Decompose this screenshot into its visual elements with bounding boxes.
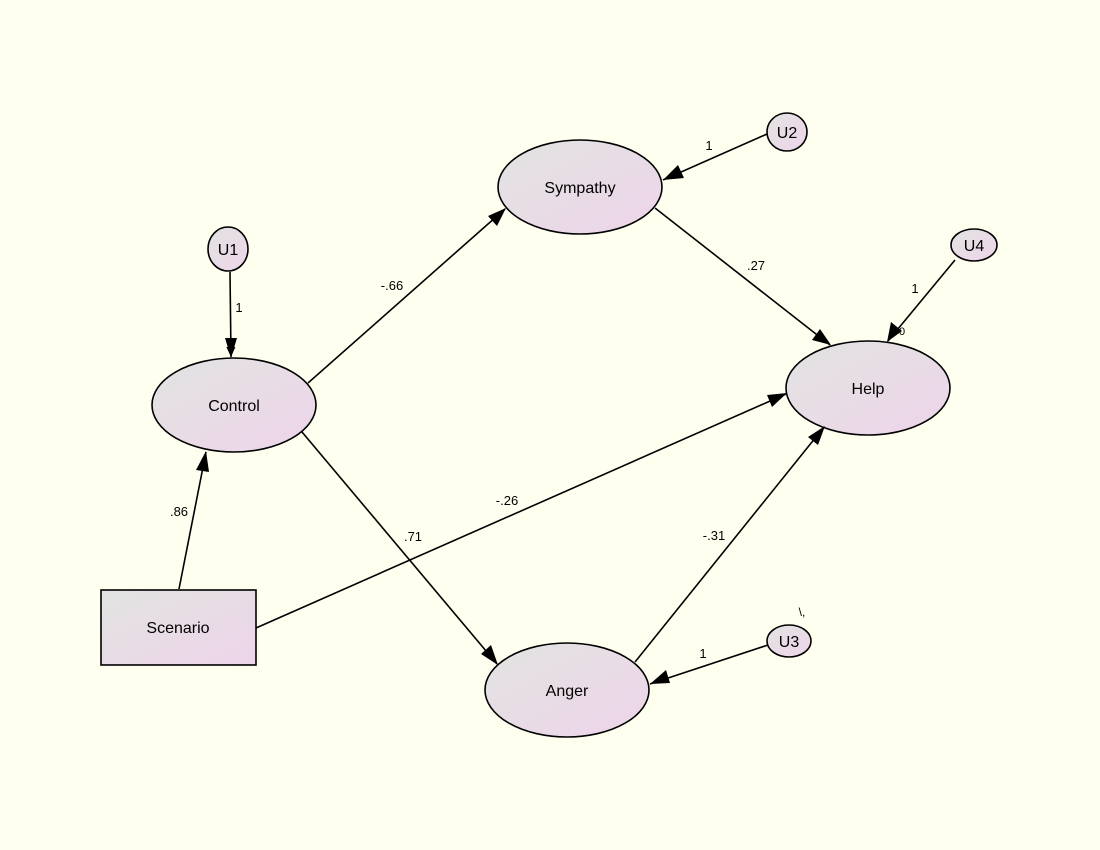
error-label: U2 [777, 125, 798, 142]
edge-scenario-help [255, 393, 787, 629]
arrowhead-help-from-scenario [767, 393, 787, 407]
coef-u1-control: 1 [235, 300, 242, 315]
node-label: Help [852, 381, 885, 398]
error-label: U1 [218, 242, 239, 259]
node-scenario[interactable]: Scenario [100, 589, 257, 666]
arrowhead-anger-from-control [481, 645, 498, 665]
error-u2[interactable]: U2 [766, 112, 808, 152]
help-corner-mark: 0 [899, 326, 905, 338]
coef-control-anger: .71 [404, 529, 422, 544]
error-u3[interactable]: U3 [766, 624, 812, 658]
arrowhead-sympathy-from-control [488, 208, 506, 226]
edge-u3-anger [649, 644, 769, 685]
node-anger[interactable]: Anger [484, 642, 650, 738]
edge-u4-help [887, 259, 956, 342]
arrowhead-control-from-scenario [196, 451, 209, 472]
coef-u3-anger: 1 [699, 646, 706, 661]
arrowhead-help-from-sympathy [812, 329, 831, 345]
edge-control-anger [301, 431, 498, 665]
edges [178, 133, 956, 685]
edge-control-sympathy [307, 208, 506, 384]
node-label: Scenario [146, 620, 209, 637]
coef-control-sympathy: -.66 [381, 278, 403, 293]
node-label: Anger [546, 683, 589, 700]
stray-mark: \, [799, 605, 806, 619]
error-label: U4 [964, 238, 985, 255]
node-sympathy[interactable]: Sympathy [497, 139, 663, 235]
edge-scenario-control [178, 451, 207, 590]
arrowhead-help-from-u4 [887, 322, 902, 342]
arrowhead-anger-from-u3 [650, 670, 670, 684]
arrowheads [196, 165, 902, 684]
error-u1[interactable]: U1 [207, 226, 249, 272]
coef-sympathy-help: .27 [747, 258, 765, 273]
edge-sympathy-help [654, 207, 831, 346]
coefficients: 1 1 1 1 -.66 .27 .86 -.26 .71 -.31 \, 0 [170, 138, 919, 661]
coef-anger-help: -.31 [703, 528, 725, 543]
error-label: U3 [779, 634, 800, 651]
edge-anger-help [634, 426, 825, 663]
node-help[interactable]: Help [785, 340, 951, 436]
node-label: Control [208, 398, 260, 415]
coef-scenario-help: -.26 [496, 493, 518, 508]
arrowhead-help-from-anger [808, 426, 825, 445]
node-control[interactable]: Control [151, 357, 317, 453]
coef-scenario-control: .86 [170, 504, 188, 519]
coef-u4-help: 1 [911, 281, 918, 296]
error-u4[interactable]: U4 [950, 228, 998, 262]
arrowhead-control-from-u1 [225, 338, 237, 358]
coef-u2-sympathy: 1 [705, 138, 712, 153]
arrowhead-sympathy-from-u2 [663, 165, 684, 180]
node-label: Sympathy [544, 180, 615, 197]
